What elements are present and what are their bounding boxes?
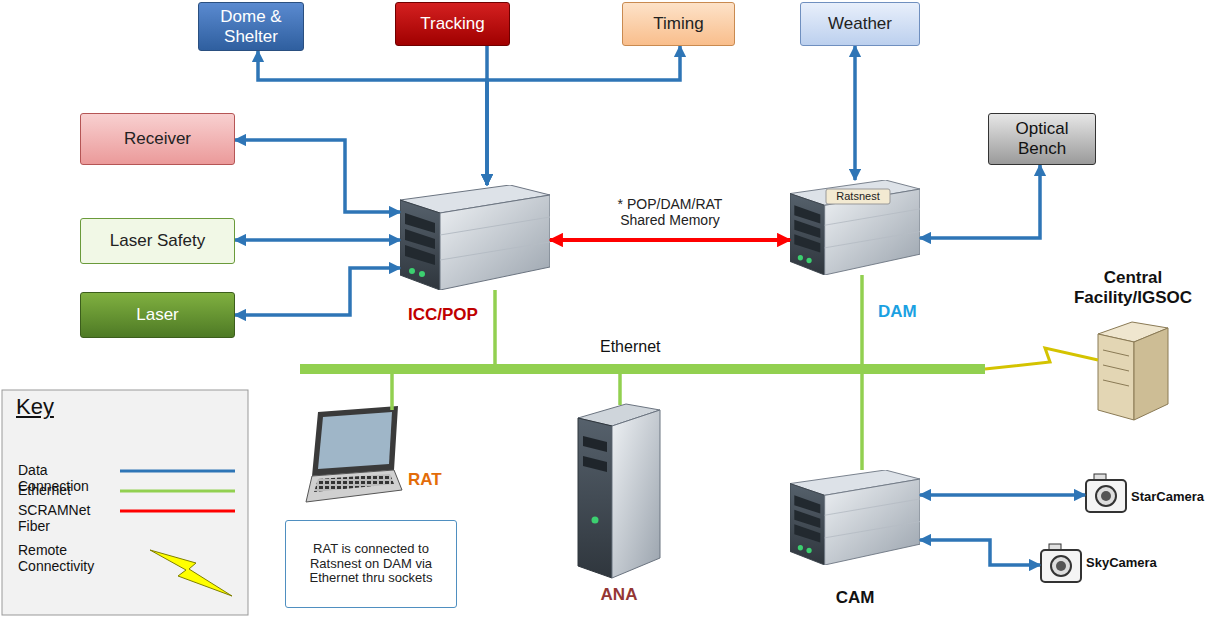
node-label: Optical Bench	[995, 119, 1089, 158]
node-label: Ratsnest	[826, 190, 890, 203]
camera-node: SkyCamera	[1040, 540, 1082, 588]
server-icon	[790, 180, 920, 275]
tower-node: ANA	[578, 405, 660, 578]
data-connection	[235, 268, 400, 315]
node-label: SkyCamera	[1086, 556, 1181, 571]
legend-box	[2, 390, 248, 615]
camera-icon	[1101, 491, 1111, 501]
camera-icon	[1096, 486, 1116, 506]
laptop-icon	[314, 474, 394, 492]
cabinet-icon	[1098, 322, 1168, 420]
data-connection	[235, 140, 400, 212]
legend-title-holder: Key	[16, 394, 76, 419]
cabinet-icon	[1103, 365, 1129, 371]
node-label: Timing	[653, 14, 703, 34]
node-label: Dome & Shelter	[205, 7, 297, 46]
node-label: DAM	[878, 302, 923, 322]
legend-entry: Ethernet	[18, 482, 118, 498]
camera-icon	[1086, 480, 1126, 512]
subsystem-box: Timing	[622, 2, 735, 46]
node-label: CAM	[825, 588, 885, 608]
legend-text: Remote Connectivity	[18, 542, 118, 574]
subsystem-box: Receiver	[80, 113, 235, 165]
node-label: Receiver	[124, 129, 191, 149]
cabinet-icon	[1134, 328, 1168, 420]
node-label: RAT is connected to Ratsnest on DAM via …	[294, 542, 448, 587]
node-label: RAT	[408, 470, 458, 490]
server-node: CAM	[790, 470, 920, 565]
node-label: ICC/POP	[408, 305, 498, 325]
laptop-node: RAT	[300, 410, 400, 505]
node-label: Ethernet	[600, 338, 700, 356]
laptop-icon	[318, 412, 392, 469]
server-icon	[790, 470, 920, 565]
camera-node: StarCamera	[1085, 470, 1127, 520]
cabinet-icon	[1098, 334, 1134, 420]
camera-icon	[1051, 556, 1071, 576]
note-box: RAT is connected to Ratsnest on DAM via …	[285, 520, 457, 608]
server-icon	[400, 185, 550, 290]
data-connection	[920, 165, 1040, 238]
legend-text: Ethernet	[18, 482, 118, 498]
edge-label: * POP/DAM/RAT Shared Memory	[605, 196, 735, 228]
data-connection	[920, 493, 1085, 497]
node-label: Tracking	[420, 14, 485, 34]
subsystem-box: Laser Safety	[80, 218, 235, 264]
edge-label-holder: * POP/DAM/RAT Shared Memory	[605, 196, 735, 228]
tower-icon	[592, 517, 599, 524]
ethernet-link	[390, 374, 394, 410]
laptop-icon	[312, 406, 398, 476]
ethernet-link	[860, 275, 864, 364]
legend-box	[2, 390, 248, 615]
node-label: StarCamera	[1131, 490, 1226, 505]
tower-icon	[578, 418, 612, 578]
subsystem-box: Tracking	[395, 2, 510, 46]
data-connection	[487, 46, 680, 185]
ethernet-link	[493, 290, 497, 364]
node-label: Weather	[828, 14, 892, 34]
tower-icon	[583, 436, 607, 452]
data-connection	[235, 238, 400, 242]
data-connection	[258, 51, 487, 185]
subsystem-box: Dome & Shelter	[198, 2, 304, 51]
data-connection	[853, 46, 857, 180]
node-label: Laser	[136, 305, 179, 325]
laptop-icon	[306, 470, 402, 502]
node-label: Central Facility/IGSOC	[1058, 268, 1208, 307]
camera-icon	[1056, 561, 1066, 571]
legend-box	[120, 490, 235, 493]
tower-icon	[612, 410, 660, 578]
legend-text: SCRAMNet Fiber	[18, 502, 118, 534]
subsystem-box: Weather	[800, 2, 920, 46]
data-connection	[920, 540, 1040, 565]
legend-entry: SCRAMNet Fiber	[18, 502, 118, 534]
legend-box	[120, 470, 235, 473]
ethernet-bus: Ethernet	[300, 364, 985, 374]
legend-box	[150, 550, 232, 596]
server-icon	[826, 189, 890, 204]
tower-icon	[578, 404, 660, 578]
legend-entry: Remote Connectivity	[18, 542, 118, 574]
scramnet-fiber	[550, 238, 790, 242]
subsystem-box: Optical Bench	[988, 113, 1096, 165]
ethernet-link	[860, 374, 864, 470]
legend-title: Key	[16, 394, 76, 419]
node-label: Laser Safety	[110, 231, 205, 251]
camera-icon	[1041, 550, 1081, 582]
ethernet-link	[618, 374, 622, 405]
remote-link	[985, 348, 1098, 369]
tower-icon	[583, 456, 607, 472]
server-node: RatsnestDAM	[790, 180, 920, 275]
node-label: ANA	[578, 585, 660, 605]
cabinet-icon	[1103, 380, 1129, 386]
laptop-icon	[306, 406, 402, 502]
server-node: ICC/POP	[400, 185, 550, 290]
cabinet-node: Central Facility/IGSOC	[1098, 322, 1168, 420]
connectors	[235, 46, 1098, 565]
legend-box	[120, 510, 235, 513]
subsystem-box: Laser	[80, 292, 235, 338]
cabinet-icon	[1103, 350, 1129, 356]
